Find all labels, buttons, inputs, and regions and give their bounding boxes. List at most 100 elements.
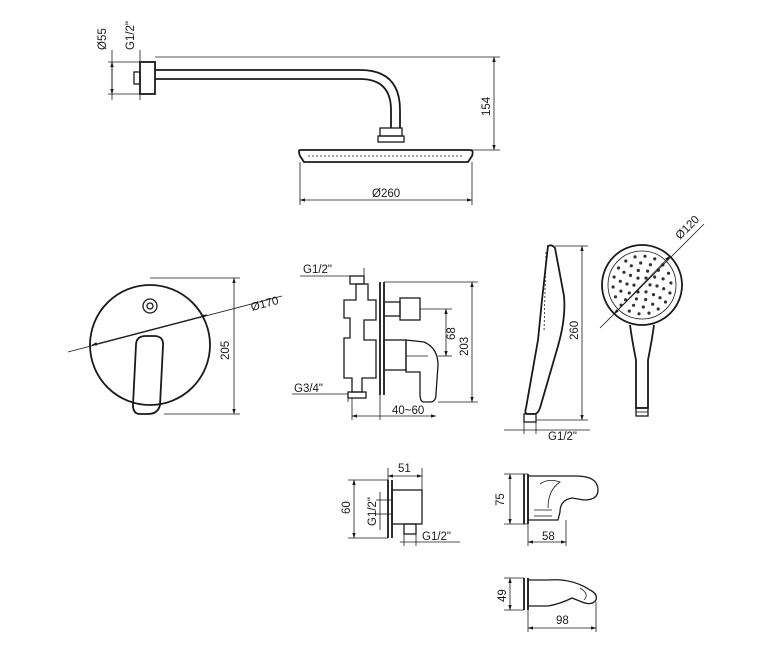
label-g12-outlet-h: G1/2" [422, 531, 451, 543]
nozzle-dot [663, 300, 668, 304]
dim-g12-outlet-v: G1/2" [367, 492, 392, 530]
wall-outlet [387, 480, 423, 538]
nozzle-dot [619, 289, 623, 293]
dim-height-205: 205 [150, 277, 240, 415]
shower-arm [155, 69, 401, 128]
nozzle-dot [625, 282, 629, 286]
label-w58: 58 [542, 531, 555, 543]
label-d55: Ø55 [97, 28, 109, 50]
nozzle-dot [644, 276, 648, 280]
dim-height-60: 60 [341, 479, 388, 539]
nozzle-dot [669, 281, 673, 285]
nozzle-dot [648, 283, 652, 287]
dim-height-260: 260 [536, 245, 588, 421]
diverter-knob-side [399, 297, 421, 321]
dim-g12-hand: G1/2" [504, 422, 590, 443]
label-w51: 51 [398, 463, 411, 475]
label-d120: Ø120 [674, 214, 702, 242]
dim-g12-valve: G1/2" [300, 264, 365, 277]
label-h154: 154 [481, 96, 493, 116]
dim-diameter-170: Ø170 [67, 295, 283, 353]
outlet-thread [349, 275, 365, 285]
wall-flange [139, 61, 156, 95]
label-h205: 205 [220, 341, 232, 360]
label-h68: 68 [446, 327, 458, 340]
nozzle-dot [613, 295, 618, 299]
label-g12-outlet-v: G1/2" [367, 497, 379, 526]
nozzle-dot [647, 311, 651, 315]
nozzle-dot [653, 257, 657, 261]
label-d260: Ø260 [372, 188, 400, 200]
label-h260: 260 [569, 321, 581, 340]
inlet-thread [347, 391, 367, 399]
holder-side [523, 474, 599, 524]
label-g34: G3/4" [294, 383, 323, 395]
dim-diameter-120: Ø120 [599, 214, 705, 329]
lever-side [405, 339, 439, 403]
label-g12-hand: G1/2" [548, 431, 577, 443]
label-g12-top: G1/2" [125, 21, 137, 50]
hand-shower-front [601, 244, 683, 417]
outlet-body [391, 489, 423, 525]
diverter-button [142, 298, 158, 314]
nozzle-dot [632, 303, 636, 307]
label-g12-valve: G1/2" [303, 264, 332, 276]
nozzle-dot [628, 273, 633, 277]
nozzle-dot [653, 275, 657, 279]
nozzle-dot [636, 276, 640, 280]
nozzle-dot [624, 259, 628, 263]
dim-g34: G3/4" [292, 383, 349, 402]
label-d170: Ø170 [250, 295, 280, 314]
nozzle-dot [655, 284, 659, 288]
nozzle-dot [636, 268, 640, 273]
nozzle-dot [666, 271, 671, 275]
nozzle-dot [634, 297, 639, 301]
nozzle-dot [661, 277, 665, 281]
nozzle-dot [627, 309, 631, 313]
hand-shower-handle [629, 324, 655, 409]
nozzle-dot [651, 302, 655, 306]
label-h203: 203 [459, 337, 471, 356]
nozzle-dot [641, 305, 645, 309]
dim-width-51: 51 [387, 463, 423, 490]
label-h75: 75 [495, 493, 507, 506]
holder-top [523, 578, 598, 610]
dim-width-98: 98 [527, 602, 597, 632]
dim-diameter-260: Ø260 [299, 162, 473, 205]
hose-connector [523, 413, 537, 423]
dim-height-75: 75 [495, 473, 528, 525]
mixer-cover-plate [89, 284, 211, 415]
nozzle-dot [662, 287, 666, 291]
valve-body [343, 283, 377, 393]
valve-body-side [343, 275, 439, 403]
dim-height-49: 49 [497, 577, 524, 611]
nozzle-dot [629, 264, 633, 268]
nozzle-dot [639, 261, 643, 265]
holder-body [527, 475, 599, 521]
nozzle-dot [668, 291, 672, 295]
nozzle-dot [612, 275, 616, 279]
nozzle-dot [618, 279, 622, 283]
cover-plate-circle [89, 284, 211, 406]
label-w98: 98 [556, 615, 569, 627]
nozzle-dot [651, 293, 656, 297]
nozzle-dot [633, 255, 637, 259]
hand-shower-body [524, 244, 566, 415]
spray-face [601, 244, 683, 326]
dim-width-40-60: 40~60 [351, 395, 437, 420]
nozzle-dot [644, 297, 648, 302]
label-h49: 49 [497, 589, 509, 602]
nozzle-dot [646, 269, 650, 273]
nozzle-dot [616, 266, 621, 270]
outlet-thread-bottom [403, 523, 417, 535]
nozzle-dot [627, 291, 631, 295]
label-w40-60: 40~60 [392, 405, 424, 417]
dim-height-154: 154 [155, 56, 500, 151]
dim-diameter-55: Ø55 [97, 28, 140, 100]
shower-arm-assembly [133, 61, 474, 163]
nozzle-dot [643, 254, 647, 258]
nozzle-dot [632, 283, 636, 287]
dim-g12-top: G1/2" [125, 21, 141, 100]
dim-height-68: 68 [420, 308, 458, 357]
